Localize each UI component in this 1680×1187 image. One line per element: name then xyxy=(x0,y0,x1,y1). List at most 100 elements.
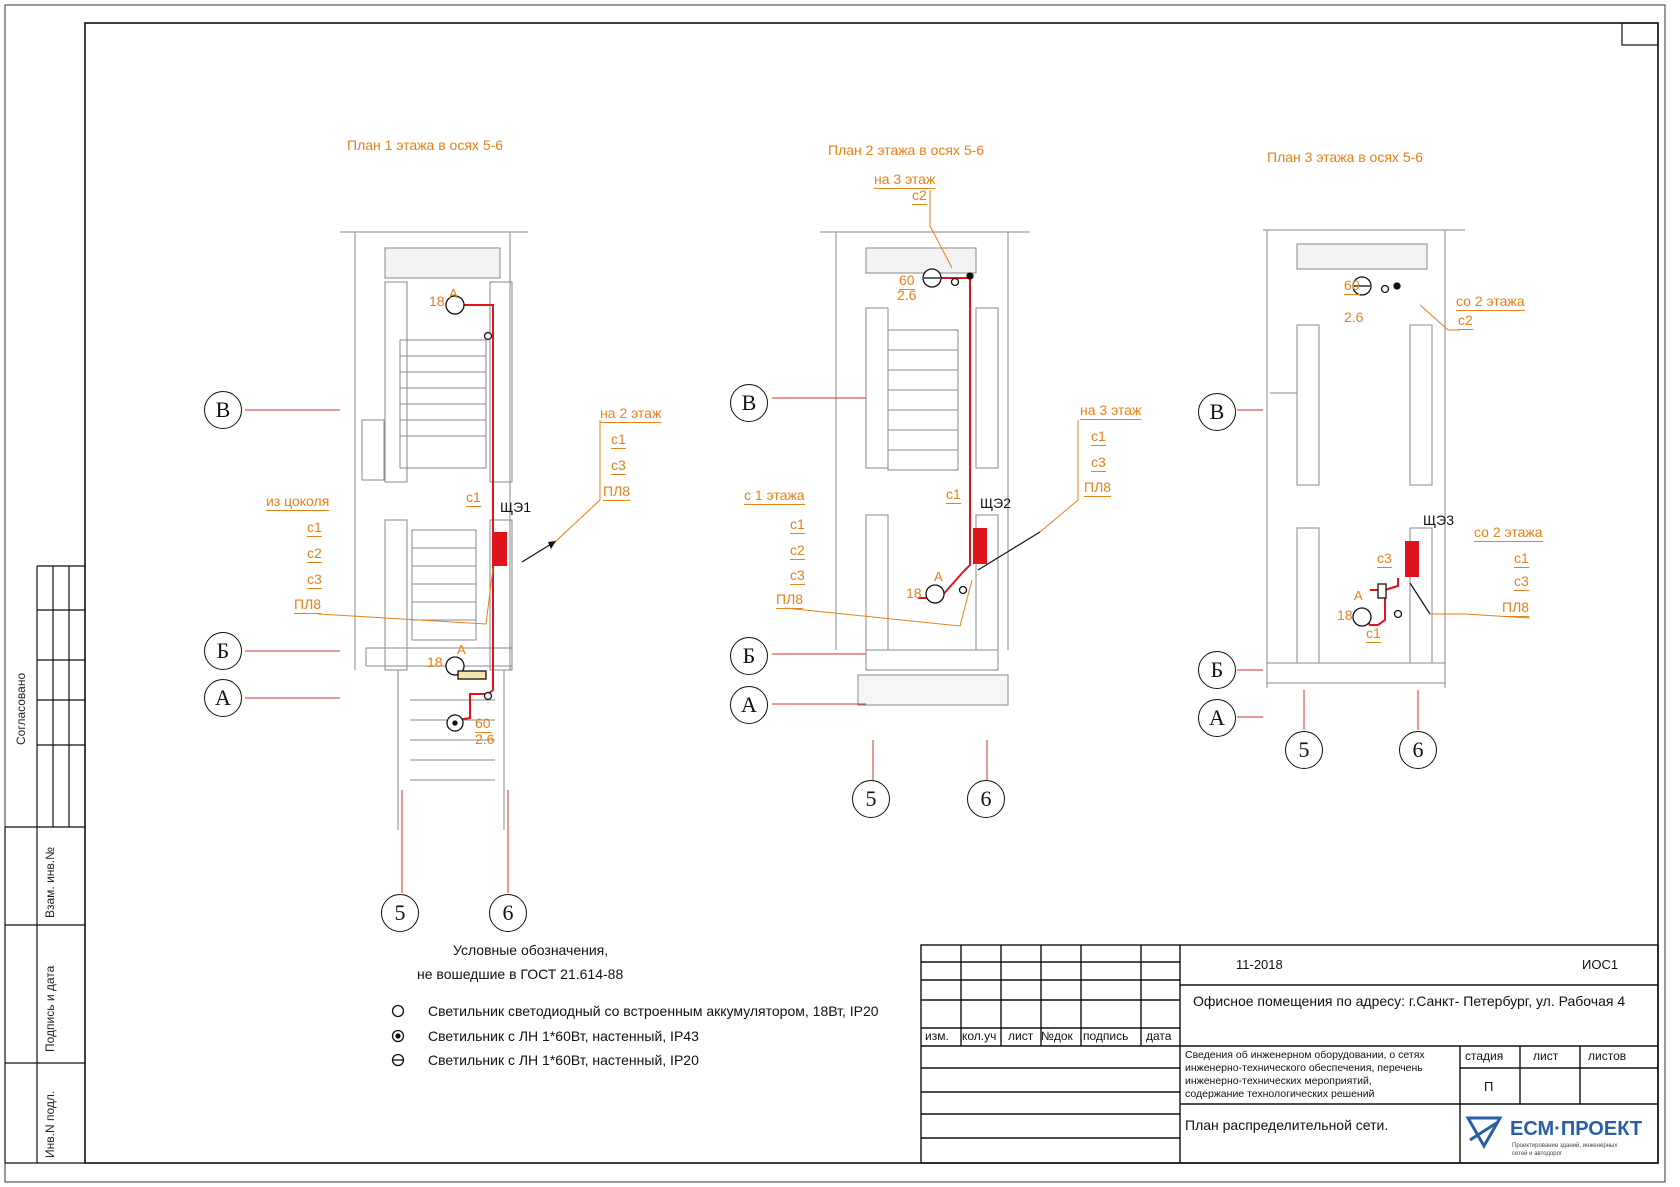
tb-section-line2: инженерно-технического обеспечения, пере… xyxy=(1185,1062,1423,1074)
axis-bubble-a: А xyxy=(730,686,768,724)
legend-title-line2: не вошедшие в ГОСТ 21.614-88 xyxy=(417,966,624,982)
plan2-cables xyxy=(918,277,971,599)
f2-lamp1-power: 60 xyxy=(899,272,915,290)
tb-sheet-label: лист xyxy=(1533,1049,1559,1063)
f2-from-floor1: с 1 этажа xyxy=(744,487,805,505)
stamp-inv-orig: Инв.N подл. xyxy=(43,1090,57,1158)
legend-symbols xyxy=(391,1004,405,1067)
f1-lamp3-height: 2.6 xyxy=(475,731,495,747)
f2-pl8: ПЛ8 xyxy=(776,591,804,609)
f2-lamp2-group: А xyxy=(934,569,943,584)
f1-to-c1: с1 xyxy=(611,431,626,449)
plan1-panel xyxy=(493,532,507,566)
tb-section-line4: содержание технологических решений xyxy=(1185,1088,1375,1100)
tb-doc-code: ИОС1 xyxy=(1582,957,1619,972)
inner-frame xyxy=(84,22,1659,1164)
legend-item-ip20: Светильник с ЛН 1*60Вт, настенный, IP20 xyxy=(428,1052,699,1068)
tb-sheets-label: листов xyxy=(1588,1049,1627,1063)
axis-bubble-v: В xyxy=(204,391,242,429)
f3-c3: с3 xyxy=(1514,573,1529,591)
plan1-axis-lines xyxy=(245,409,509,893)
f2-to-c2: с2 xyxy=(912,187,927,205)
plan3-building xyxy=(1263,229,1465,688)
f2-lamp2-power: 18 xyxy=(906,585,922,601)
legend-item-ip43: Светильник с ЛН 1*60Вт, настенный, IP43 xyxy=(428,1028,699,1044)
axis-bubble-v: В xyxy=(730,384,768,422)
plan1-building xyxy=(340,231,528,830)
f1-lamp2-group: А xyxy=(457,642,466,657)
tb-header-sign: подпись xyxy=(1083,1029,1129,1043)
tb-object: Офисное помещения по адресу: г.Санкт- Пе… xyxy=(1193,993,1626,1009)
axis-bubble-6: 6 xyxy=(489,894,527,932)
f2-riser-c1: с1 xyxy=(946,486,961,504)
plan2-panel xyxy=(973,528,987,564)
stamp-agreed: Согласовано xyxy=(14,672,28,745)
tb-sheet-title: План распределительной сети. xyxy=(1185,1117,1389,1133)
f3-lamp1-power: 60 xyxy=(1344,277,1360,295)
panel-label-1: ЩЭ1 xyxy=(500,499,531,515)
legend-title-line1: Условные обозначения, xyxy=(453,942,609,958)
axis-bubble-b: Б xyxy=(730,637,768,675)
tb-header-kol: кол.уч xyxy=(962,1029,997,1043)
f2-lamp1-height: 2.6 xyxy=(897,287,917,303)
plan1-title: План 1 этажа в осях 5-6 xyxy=(347,137,504,153)
f1-lamp2-power: 18 xyxy=(427,654,443,670)
f1-c3: с3 xyxy=(307,571,322,589)
tb-header-doc: №док xyxy=(1041,1029,1073,1043)
f2-tb-pl8: ПЛ8 xyxy=(1084,479,1112,497)
stamp-replace-inv: Взам. инв.№ xyxy=(43,846,57,918)
legend-item-led: Светильник светодиодный со встроенным ак… xyxy=(428,1003,879,1019)
tb-logo-sub-2: сетей и автодорог xyxy=(1512,1151,1563,1157)
f3-lamp1-height: 2.6 xyxy=(1344,309,1364,325)
plan3-leaders xyxy=(1409,304,1531,619)
axis-bubble-a: А xyxy=(1198,699,1236,737)
axis-bubble-5: 5 xyxy=(381,894,419,932)
f2-c1: с1 xyxy=(790,516,805,534)
f3-c1: с1 xyxy=(1514,550,1529,568)
plan2-title: План 2 этажа в осях 5-6 xyxy=(828,142,985,158)
f1-c2: с2 xyxy=(307,545,322,563)
f3-lamp2-group: А xyxy=(1354,588,1363,603)
f2-to-floor3: на 3 этаж xyxy=(874,171,936,189)
f1-to-floor2: на 2 этаж xyxy=(600,405,662,423)
f2-to-floor3-b: на 3 этаж xyxy=(1080,402,1142,420)
tb-header-date: дата xyxy=(1146,1029,1172,1043)
plan3-panel xyxy=(1405,541,1419,577)
panel-label-3: ЩЭ3 xyxy=(1423,512,1454,528)
plan1-leaders xyxy=(317,420,601,625)
f1-lamp3-power: 60 xyxy=(475,715,491,733)
axis-bubble-6: 6 xyxy=(1399,731,1437,769)
f1-to-pl8: ПЛ8 xyxy=(603,483,631,501)
f3-from-floor2-top: со 2 этажа xyxy=(1456,293,1525,311)
axis-bubble-a: А xyxy=(204,679,242,717)
tb-stage-value: П xyxy=(1484,1079,1494,1094)
plan3-fixtures xyxy=(1352,276,1403,627)
f1-lamp1-group: А xyxy=(449,286,458,301)
f2-tb-c3: с3 xyxy=(1091,454,1106,472)
f3-top-c2: с2 xyxy=(1458,312,1473,330)
f1-riser-c1: с1 xyxy=(466,489,481,507)
corner-box xyxy=(1621,22,1659,46)
axis-bubble-b: Б xyxy=(1198,651,1236,689)
plan2-leaders xyxy=(784,190,1079,627)
plan3-title: План 3 этажа в осях 5-6 xyxy=(1267,149,1424,165)
f1-from-basement: из цоколя xyxy=(266,493,330,511)
axis-bubble-v: В xyxy=(1198,393,1236,431)
f3-lamp2-power: 18 xyxy=(1337,607,1353,623)
tb-logo-sub-1: Проектирование зданий, инженерных xyxy=(1512,1143,1618,1149)
f3-from-floor2: со 2 этажа xyxy=(1474,524,1543,542)
tb-section-line3: инженерно-технических мероприятий, xyxy=(1185,1075,1372,1087)
f3-pl8: ПЛ8 xyxy=(1502,599,1530,617)
plan2-axis-lines xyxy=(772,397,988,780)
plan2-fixtures xyxy=(922,268,974,604)
title-block-grid xyxy=(920,944,1659,1164)
tb-section-line1: Сведения об инженерном оборудовании, о с… xyxy=(1185,1049,1425,1061)
axis-bubble-5: 5 xyxy=(852,780,890,818)
tb-stage-label: стадия xyxy=(1465,1049,1504,1063)
f2-c3: с3 xyxy=(790,567,805,585)
plan3-axis-lines xyxy=(1237,409,1419,730)
outer-frame xyxy=(4,4,1666,1183)
f1-to-c3: с3 xyxy=(611,457,626,475)
tb-logo-text: ЕСМ·ПРОЕКТ xyxy=(1510,1118,1643,1140)
